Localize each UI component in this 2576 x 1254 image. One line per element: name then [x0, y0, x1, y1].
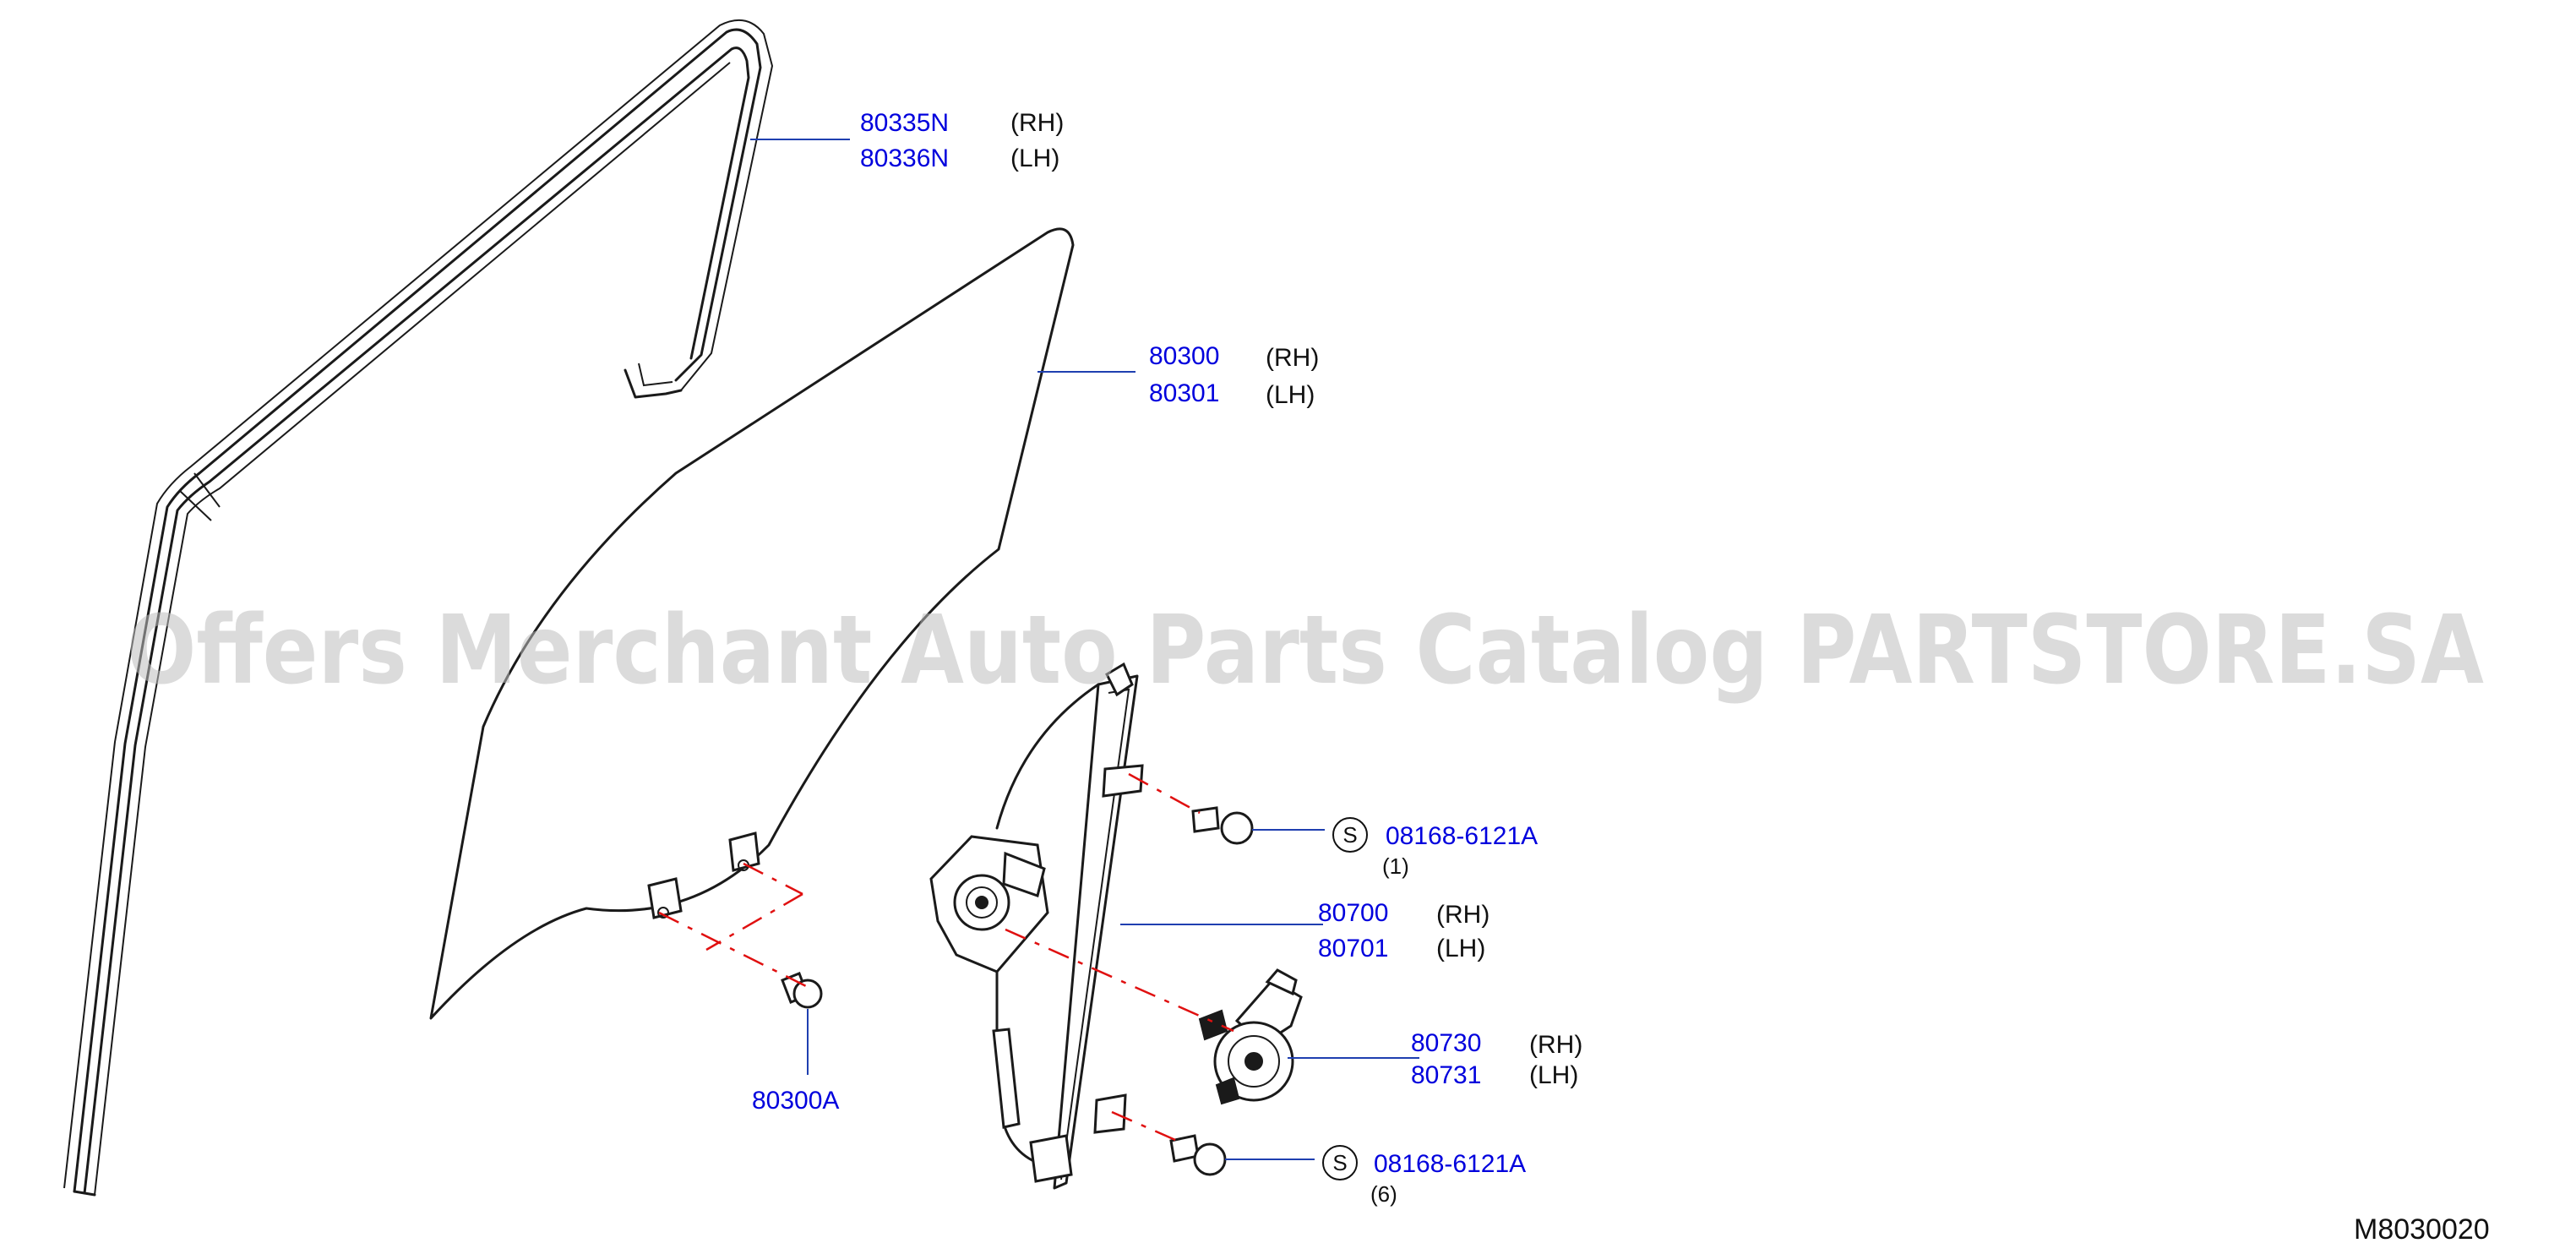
glass-lh-part-number[interactable]: 80301	[1149, 379, 1219, 407]
window-regulator	[929, 662, 1144, 1190]
sash-rh-part-number[interactable]: 80335N	[860, 109, 949, 137]
window-motor	[1198, 968, 1303, 1105]
door-glass	[429, 227, 1075, 1020]
glass-bolt-part-number[interactable]: 80300A	[752, 1087, 839, 1115]
upper-bolt-part-number[interactable]: 08168-6121A	[1386, 822, 1538, 850]
motor-rh-part-number[interactable]: 80730	[1411, 1029, 1481, 1057]
lower-bolt	[1169, 1134, 1227, 1176]
sash-lh-part-number[interactable]: 80336N	[860, 144, 949, 172]
s-mark-lower-circle	[1322, 1145, 1358, 1180]
upper-bolt-quantity: (1)	[1382, 853, 1409, 879]
watermark: Offers Merchant Auto Parts Catalog PARTS…	[127, 596, 2484, 706]
s-mark-lower: S	[1332, 1150, 1347, 1175]
regulator-rh-side: (RH)	[1436, 901, 1490, 929]
sash-rh-side: (RH)	[1010, 109, 1064, 137]
regulator-lh-side: (LH)	[1436, 935, 1485, 962]
glass-rh-side: (RH)	[1266, 344, 1319, 372]
s-mark-upper: S	[1342, 822, 1357, 848]
glass-lh-side: (LH)	[1266, 381, 1315, 409]
window-sash-channel	[63, 19, 774, 1197]
motor-lh-side: (LH)	[1529, 1061, 1578, 1089]
diagram-code: M8030020	[2354, 1213, 2490, 1246]
leader-lines	[750, 139, 1419, 1160]
motor-rh-side: (RH)	[1529, 1031, 1582, 1059]
sash-lh-side: (LH)	[1010, 144, 1059, 172]
alignment-lines	[658, 772, 1234, 1144]
glass-bolt	[781, 972, 823, 1009]
s-mark-upper-circle	[1332, 817, 1368, 853]
regulator-rh-part-number[interactable]: 80700	[1318, 899, 1388, 927]
regulator-lh-part-number[interactable]: 80701	[1318, 935, 1388, 962]
lower-bolt-quantity: (6)	[1370, 1181, 1397, 1207]
motor-lh-part-number[interactable]: 80731	[1411, 1061, 1481, 1089]
lower-bolt-part-number[interactable]: 08168-6121A	[1374, 1150, 1526, 1178]
glass-rh-part-number[interactable]: 80300	[1149, 342, 1219, 370]
upper-bolt	[1191, 806, 1254, 845]
